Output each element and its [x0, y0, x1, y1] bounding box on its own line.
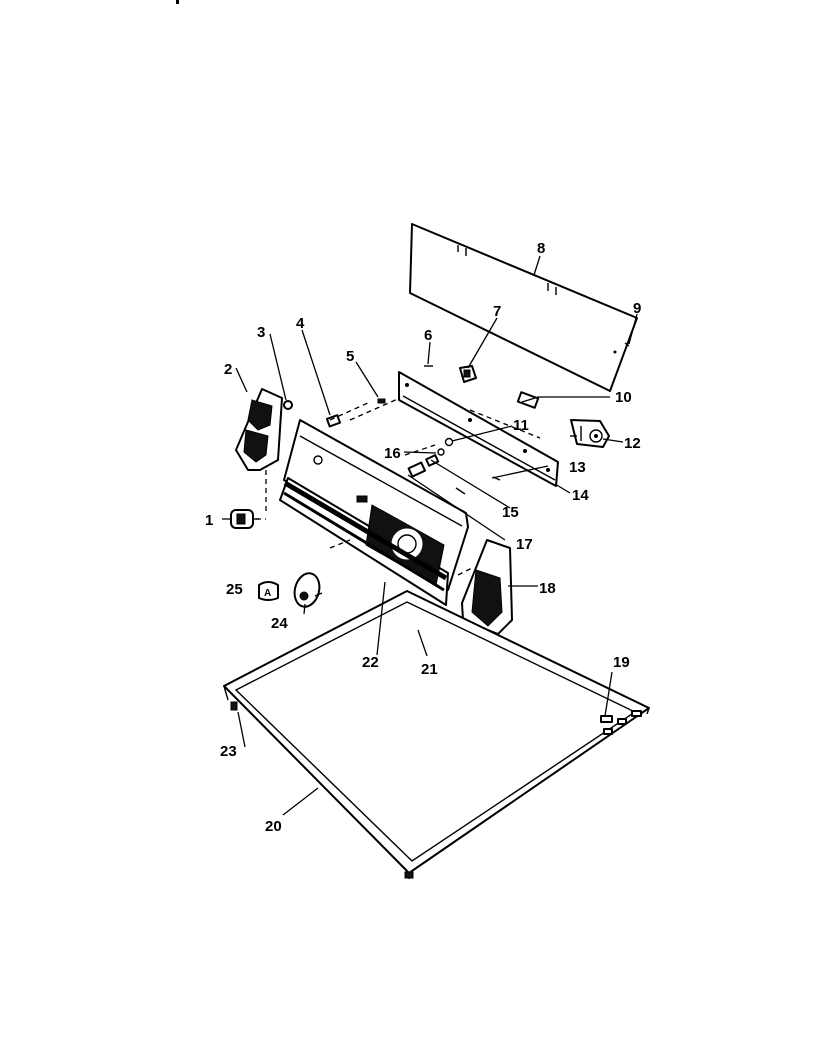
part-25-knob: A	[258, 581, 279, 601]
callout-22: 22	[362, 654, 379, 671]
stray-mark	[176, 0, 179, 4]
callout-19: 19	[613, 654, 630, 671]
callout-11: 11	[513, 417, 529, 434]
callout-16: 16	[384, 445, 401, 462]
leader-lines	[222, 255, 638, 816]
part-20-top-panel	[223, 590, 650, 879]
part-17-lens	[455, 487, 466, 495]
callout-14: 14	[572, 487, 589, 504]
part-3-clip	[283, 400, 293, 410]
part-14-panel-bracket	[398, 371, 559, 487]
callout-17: 17	[516, 536, 533, 553]
callout-10: 10	[615, 389, 632, 406]
part-5-screw	[377, 398, 386, 404]
callout-4: 4	[296, 315, 305, 332]
callout-9: 9	[633, 300, 641, 317]
callout-25: 25	[226, 581, 243, 598]
callout-21: 21	[421, 661, 438, 678]
callout-5: 5	[346, 348, 354, 365]
part-22-control-console	[279, 419, 469, 606]
callout-1: 1	[205, 512, 213, 529]
part-2-left-end-cap	[235, 388, 283, 471]
assembly-dash-lines	[256, 397, 541, 576]
part-4-lamp	[325, 414, 342, 428]
callout-12: 12	[624, 435, 641, 452]
callout-24: 24	[271, 615, 288, 632]
part-8-rear-panel	[409, 223, 638, 392]
part-10-switch	[516, 391, 540, 409]
callout-3: 3	[257, 324, 265, 341]
part-18-right-end-cap	[461, 539, 513, 635]
part-7-clip	[459, 365, 477, 383]
callout-23: 23	[220, 743, 237, 760]
callout-8: 8	[537, 240, 545, 257]
callout-6: 6	[424, 327, 432, 344]
part-9-screw	[624, 342, 630, 347]
callout-labels: 1 2 3 4 5 6 7 8 9 10 11 12 13 14 15 16 1…	[205, 240, 641, 835]
callout-2: 2	[224, 361, 232, 378]
callout-20: 20	[265, 818, 282, 835]
part-12-timer	[570, 419, 610, 448]
callout-7: 7	[493, 303, 501, 320]
callout-13: 13	[569, 459, 586, 476]
part-24-dial	[293, 572, 323, 608]
part-1-knob	[230, 509, 259, 529]
callout-18: 18	[539, 580, 556, 597]
svg-text:A: A	[264, 588, 271, 599]
callout-15: 15	[502, 504, 519, 521]
